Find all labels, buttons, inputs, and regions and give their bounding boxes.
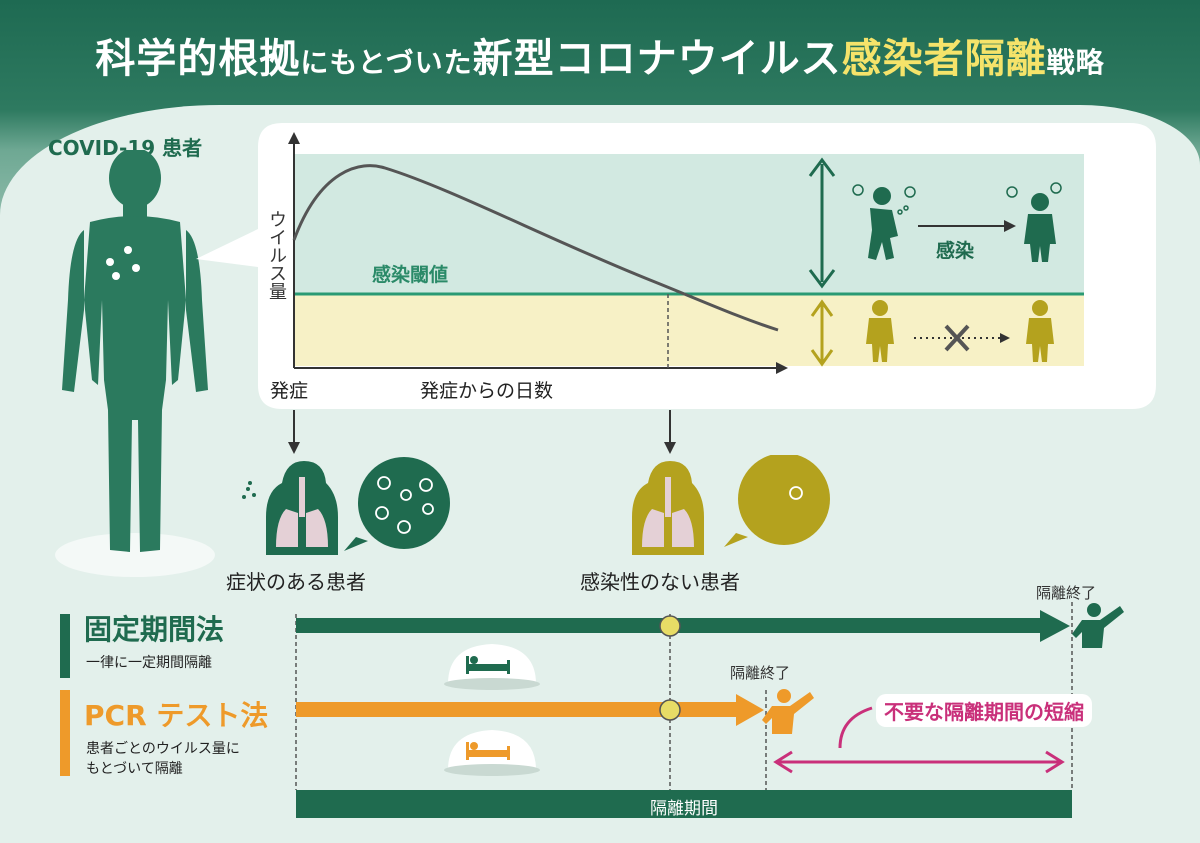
- airway-olive-icon: [632, 461, 704, 555]
- fixed-end-label: 隔離終了: [1036, 584, 1097, 602]
- infectious-range-arrow: [808, 157, 836, 289]
- pcr-method-title: PCR テスト法: [84, 699, 269, 732]
- title-part-2: にもとづいた: [300, 46, 473, 79]
- x-axis-arrow: [776, 362, 788, 374]
- reduction-arrow: [773, 706, 1065, 774]
- bed-dome-green-icon: [444, 644, 540, 690]
- released-person-green-icon: [1072, 603, 1124, 648]
- pcr-period-arrowhead: [736, 694, 764, 726]
- infectious-band: [294, 154, 1084, 294]
- title-part-5: 戦略: [1046, 46, 1105, 79]
- pcr-threshold-dot: [659, 699, 681, 721]
- no-infection-arrowhead: [1000, 333, 1010, 343]
- noninfectious-patient-illustration: [632, 455, 830, 555]
- infected-person-icon: [1024, 193, 1056, 262]
- virus-spray-icon: [852, 184, 916, 215]
- airway-green-icon: [266, 461, 338, 555]
- noninfectious-range-arrow: [810, 299, 834, 367]
- reduction-label: 不要な隔離期間の短縮: [876, 694, 1092, 727]
- released-person-orange-icon: [762, 689, 814, 734]
- down-arrows: [288, 410, 676, 454]
- title-part-3: 新型コロナウイルス: [472, 36, 842, 82]
- fixed-method-desc: 一律に一定期間隔離: [86, 655, 212, 671]
- person-yellow-left-icon: [866, 300, 894, 362]
- viral-load-graph: [288, 132, 1084, 374]
- fixed-threshold-dot: [659, 615, 681, 637]
- isolation-period-bar: [296, 790, 1072, 818]
- symptomatic-patient-illustration: [242, 457, 450, 555]
- viral-load-curve: [292, 164, 779, 332]
- title-part-4: 感染者隔離: [841, 36, 1047, 82]
- page-title: 科学的根拠にもとづいた新型コロナウイルス感染者隔離戦略: [0, 26, 1200, 84]
- threshold-label: 感染閾値: [372, 264, 449, 286]
- cross-icon: [944, 324, 970, 352]
- fixed-marker-bar: [60, 614, 70, 678]
- patient-figure: [55, 150, 215, 577]
- virus-bubble-sparse-icon: [724, 455, 830, 547]
- infection-label: 感染: [936, 240, 975, 262]
- isolation-period-label: 隔離期間: [650, 799, 718, 819]
- fixed-period-arrowhead: [1040, 610, 1070, 642]
- title-part-1: 科学的根拠: [95, 36, 301, 82]
- figure-shadow: [55, 533, 215, 577]
- infection-arrowhead: [1004, 220, 1016, 232]
- body-silhouette: [62, 150, 208, 552]
- y-axis-arrow: [288, 132, 300, 144]
- cough-spray-icon: [242, 481, 256, 499]
- x-axis-label: 発症からの日数: [420, 380, 554, 402]
- pcr-end-label: 隔離終了: [730, 664, 791, 682]
- virus-bubble-dense-icon: [344, 457, 450, 551]
- isolation-timelines: [60, 602, 1124, 818]
- virus-on-body-icon: [106, 246, 140, 280]
- pcr-method-desc-line1: 患者ごとのウイルス量に: [86, 741, 240, 757]
- pcr-method-desc-line2: もとづいて隔離: [86, 761, 183, 777]
- noninfectious-patient-label: 感染性のない患者: [580, 570, 740, 594]
- bed-dome-orange-icon: [444, 730, 540, 776]
- symptomatic-patient-label: 症状のある患者: [226, 570, 366, 594]
- fixed-method-title: 固定期間法: [84, 613, 225, 646]
- coughing-person-icon: [868, 187, 898, 260]
- pcr-marker-bar: [60, 690, 70, 776]
- pcr-period-arrow: [296, 702, 738, 717]
- y-axis-label: ウイルス量: [266, 210, 287, 300]
- person-yellow-right-icon: [1026, 300, 1054, 362]
- virus-cluster-icon: [1006, 182, 1062, 198]
- x-origin-label: 発症: [270, 380, 309, 402]
